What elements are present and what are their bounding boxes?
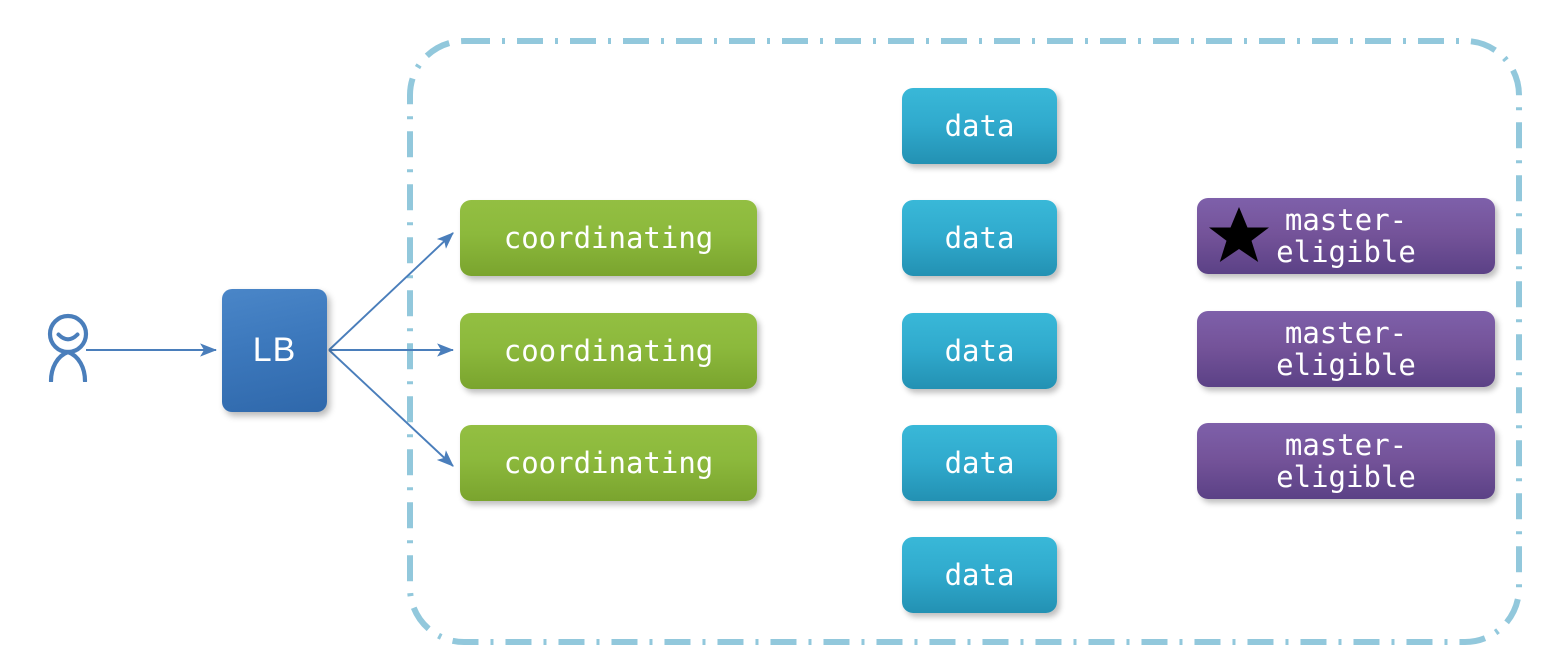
master-eligible-node-label: master- eligible [1276,427,1416,494]
coordinating-node-3[interactable]: coordinating [460,425,757,501]
data-node-3[interactable]: data [902,313,1057,389]
data-node-2[interactable]: data [902,200,1057,276]
connector-lb-to-coordinating-3 [328,349,454,467]
data-node-label: data [944,445,1015,480]
coordinating-node-label: coordinating [503,220,714,255]
load-balancer-label: LB [252,331,297,370]
coordinating-node-2[interactable]: coordinating [460,313,757,389]
master-eligible-node-3[interactable]: master- eligible [1197,423,1495,499]
coordinating-node-label: coordinating [503,333,714,368]
master-eligible-node-2[interactable]: master- eligible [1197,311,1495,387]
data-node-label: data [944,220,1015,255]
master-eligible-node-label: master- eligible [1276,202,1416,269]
master-eligible-node-1[interactable]: master- eligible [1197,198,1495,274]
data-node-label: data [944,557,1015,592]
elected-master-star-icon [1209,207,1269,262]
connector-lb-to-coordinating-1 [328,232,454,351]
coordinating-node-1[interactable]: coordinating [460,200,757,276]
data-node-label: data [944,333,1015,368]
data-node-label: data [944,108,1015,143]
data-node-4[interactable]: data [902,425,1057,501]
data-node-5[interactable]: data [902,537,1057,613]
master-eligible-node-label: master- eligible [1276,315,1416,382]
data-node-1[interactable]: data [902,88,1057,164]
person-icon [47,313,89,382]
load-balancer-node[interactable]: LB [222,289,327,412]
coordinating-node-label: coordinating [503,445,714,480]
